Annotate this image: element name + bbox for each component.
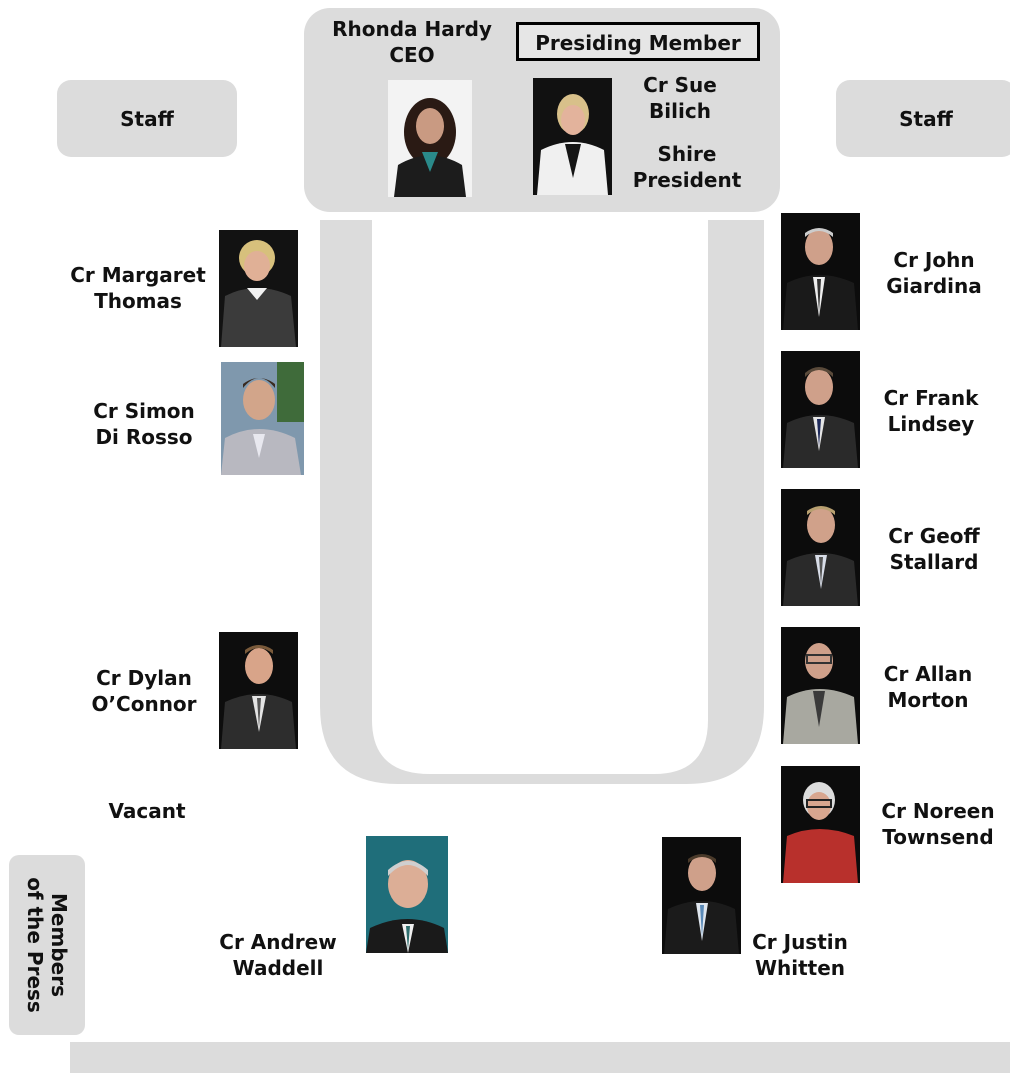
- ceo-name: Rhonda Hardy: [332, 17, 492, 41]
- president-portrait: [533, 78, 612, 195]
- member-portrait-andrew-waddell: [366, 836, 448, 953]
- member-label-geoff-stallard: Cr Geoff Stallard: [868, 523, 1000, 575]
- member-portrait-frank-lindsey: [781, 351, 860, 468]
- member-portrait-john-giardina: [781, 213, 860, 330]
- president-name-line1: Cr Sue: [643, 73, 717, 97]
- president-name-label: Cr Sue Bilich: [614, 72, 746, 124]
- press-label: Members of the Press: [9, 855, 85, 1035]
- president-name-line2: Bilich: [649, 99, 711, 123]
- member-name-line2: Di Rosso: [95, 425, 193, 449]
- member-name-line2: Giardina: [886, 274, 982, 298]
- member-portrait-geoff-stallard: [781, 489, 860, 606]
- member-label-dylan-oconnor: Cr Dylan O’Connor: [82, 665, 206, 717]
- member-name-line1: Cr Andrew: [219, 930, 337, 954]
- staff-box-left: [57, 80, 237, 157]
- member-label-margaret-thomas: Cr Margaret Thomas: [60, 262, 216, 314]
- member-label-allan-morton: Cr Allan Morton: [868, 661, 988, 713]
- staff-label-right: Staff: [899, 107, 953, 131]
- member-portrait-allan-morton: [781, 627, 860, 744]
- member-name-line2: Thomas: [94, 289, 182, 313]
- member-label-simon-di-rosso: Cr Simon Di Rosso: [82, 398, 206, 450]
- member-name-line1: Cr Dylan: [96, 666, 192, 690]
- member-name-line1: Cr Allan: [883, 662, 973, 686]
- member-name-line2: Whitten: [754, 956, 846, 980]
- press-box: [9, 855, 85, 1035]
- member-portrait-margaret-thomas: [219, 230, 298, 347]
- staff-label-left: Staff: [120, 107, 174, 131]
- member-label-andrew-waddell: Cr Andrew Waddell: [208, 929, 348, 981]
- member-label-justin-whitten: Cr Justin Whitten: [740, 929, 860, 981]
- member-portrait-noreen-townsend: [781, 766, 860, 883]
- member-name-line2: Morton: [887, 688, 969, 712]
- member-label-noreen-townsend: Cr Noreen Townsend: [868, 798, 1008, 850]
- ceo-label: Rhonda Hardy CEO: [318, 16, 506, 68]
- u-table: [320, 220, 764, 784]
- member-name-line2: Lindsey: [887, 412, 975, 436]
- member-name-line1: Cr Noreen: [881, 799, 995, 823]
- president-title-label: Shire President: [614, 141, 760, 193]
- member-name-line1: Cr Frank: [883, 386, 979, 410]
- ceo-portrait: [388, 80, 472, 197]
- president-title-line1: Shire: [657, 142, 717, 166]
- floor-strip: [70, 1042, 1010, 1073]
- member-name-line2: O’Connor: [91, 692, 197, 716]
- member-name-line2: Waddell: [232, 956, 324, 980]
- member-portrait-dylan-oconnor: [219, 632, 298, 749]
- ceo-title: CEO: [389, 43, 435, 67]
- press-label-line1: Members: [47, 893, 71, 997]
- vacant-label: Vacant: [108, 799, 186, 823]
- member-name-line1: Cr Geoff: [888, 524, 980, 548]
- member-name-line1: Cr Simon: [93, 399, 195, 423]
- member-portrait-justin-whitten: [662, 837, 741, 954]
- presiding-member-label: Presiding Member: [535, 31, 741, 55]
- member-name-line1: Cr Justin: [752, 930, 848, 954]
- member-name-line2: Stallard: [889, 550, 979, 574]
- member-label-frank-lindsey: Cr Frank Lindsey: [868, 385, 994, 437]
- member-name-line2: Townsend: [882, 825, 994, 849]
- member-label-john-giardina: Cr John Giardina: [868, 247, 1000, 299]
- president-title-line2: President: [632, 168, 742, 192]
- staff-box-right: [836, 80, 1010, 157]
- member-name-line1: Cr John: [893, 248, 975, 272]
- presiding-member-badge: Presiding Member: [516, 22, 760, 61]
- press-label-line2: of the Press: [23, 877, 47, 1013]
- member-portrait-simon-di-rosso: [221, 362, 304, 475]
- member-name-line1: Cr Margaret: [70, 263, 206, 287]
